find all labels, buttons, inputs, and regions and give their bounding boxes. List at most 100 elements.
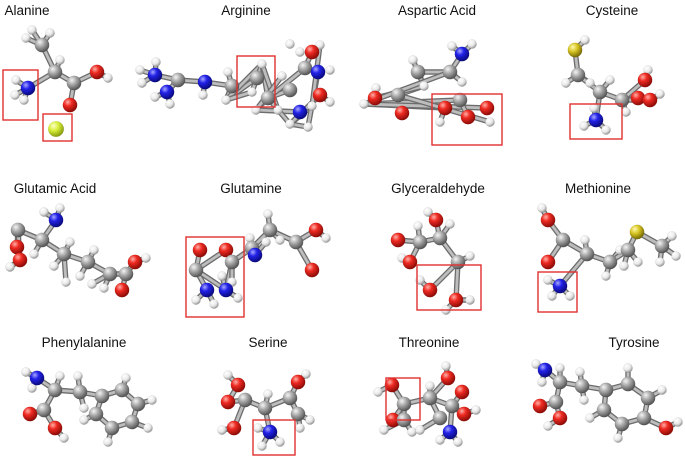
hydrogen-atom xyxy=(285,39,295,49)
carbon-atom xyxy=(654,238,670,254)
ion-atom xyxy=(48,120,65,137)
molecule-title-alanine: Alanine xyxy=(4,3,49,18)
hydrogen-atom xyxy=(295,423,305,433)
nitrogen-atom xyxy=(588,112,604,128)
carbon-atom xyxy=(224,78,240,94)
hydrogen-atom xyxy=(10,90,20,100)
oxygen-atom xyxy=(226,420,242,436)
hydrogen-atom xyxy=(667,231,677,241)
carbon-atom xyxy=(104,420,120,436)
hydrogen-atom xyxy=(305,415,315,425)
hydrogen-atom xyxy=(408,55,418,65)
hydrogen-atom xyxy=(39,207,49,217)
oxygen-atom xyxy=(460,109,476,125)
oxygen-atom xyxy=(437,100,453,116)
highlight-box-cysteine-amine xyxy=(569,103,623,140)
oxygen-atom xyxy=(440,370,456,386)
carbon-atom xyxy=(614,416,630,432)
hydrogen-atom xyxy=(135,65,145,75)
hydrogen-atom xyxy=(543,275,553,285)
hydrogen-atom xyxy=(275,235,285,245)
hydrogen-atom xyxy=(165,99,175,109)
molecule-aspartic-acid xyxy=(359,39,495,127)
molecule-phenylalanine xyxy=(21,367,157,447)
hydrogen-atom xyxy=(619,261,629,271)
oxygen-atom xyxy=(367,90,383,106)
molecule-title-serine: Serine xyxy=(248,335,287,350)
carbon-atom xyxy=(124,414,140,430)
molecule-title-phenylalanine: Phenylalanine xyxy=(42,335,127,350)
carbon-atom xyxy=(72,384,88,400)
oxygen-atom xyxy=(230,377,246,393)
nitrogen-atom xyxy=(262,424,278,440)
molecule-title-cysteine: Cysteine xyxy=(586,3,639,18)
hydrogen-atom xyxy=(121,373,131,383)
carbon-atom xyxy=(102,266,118,282)
bond-highlight xyxy=(224,62,264,102)
hydrogen-atom xyxy=(147,395,157,405)
highlight-boxes xyxy=(2,55,623,456)
hydrogen-atom xyxy=(295,47,305,57)
hydrogen-atom xyxy=(657,385,667,395)
carbon-atom xyxy=(432,230,448,246)
bond-highlight xyxy=(266,66,307,100)
hydrogen-atom xyxy=(55,55,65,65)
hydrogen-atom xyxy=(379,425,389,435)
hydrogen-atom xyxy=(655,89,665,99)
hydrogen-atom xyxy=(585,413,595,423)
carbon-atom xyxy=(114,382,130,398)
hydrogen-atom xyxy=(467,39,477,49)
hydrogen-atom xyxy=(425,381,435,391)
carbon-atom xyxy=(592,84,608,100)
carbon-atom xyxy=(555,232,571,248)
hydrogen-atom xyxy=(65,237,75,247)
hydrogen-atom xyxy=(565,291,575,301)
hydrogen-atom xyxy=(73,371,83,381)
molecule-glyceraldehyde xyxy=(390,207,475,315)
carbon-atom xyxy=(598,382,614,398)
carbon-atom xyxy=(36,402,52,418)
hydrogen-atom xyxy=(253,423,263,433)
highlight-box-glyceraldehyde-oh xyxy=(416,264,482,311)
highlight-box-threonine-oh xyxy=(385,377,421,421)
carbon-atom xyxy=(257,400,273,416)
carbon-atom xyxy=(444,398,460,414)
oxygen-atom xyxy=(304,262,320,278)
hydrogen-atom xyxy=(601,271,611,281)
carbon-atom xyxy=(574,378,590,394)
hydrogen-atom xyxy=(613,433,623,443)
hydrogen-atom xyxy=(27,25,37,35)
hydrogen-atom xyxy=(465,295,475,305)
hydrogen-atom xyxy=(531,359,541,369)
oxygen-atom xyxy=(304,44,320,60)
hydrogen-atom xyxy=(257,441,267,451)
carbon-atom xyxy=(282,82,298,98)
carbon-atom xyxy=(396,396,412,412)
carbon-atom xyxy=(552,374,568,390)
hydrogen-atom xyxy=(55,371,65,381)
hydrogen-atom xyxy=(21,33,31,43)
hydrogen-atom xyxy=(285,119,295,129)
hydrogen-atom xyxy=(209,299,219,309)
carbon-atom xyxy=(66,75,82,91)
hydrogen-atom xyxy=(325,65,335,75)
molecule-title-threonine: Threonine xyxy=(399,335,460,350)
carbon-atom xyxy=(237,392,253,408)
hydrogen-atom xyxy=(263,209,273,219)
carbon-atom xyxy=(290,406,306,422)
hydrogen-atom xyxy=(441,361,451,371)
oxygen-atom xyxy=(9,239,25,255)
oxygen-atom xyxy=(312,87,328,103)
molecule-title-aspartic-acid: Aspartic Acid xyxy=(398,3,476,18)
hydrogen-atom xyxy=(307,101,317,111)
nitrogen-atom xyxy=(292,104,308,120)
highlight-box-aspartic-carboxyl xyxy=(431,93,503,146)
hydrogen-atom xyxy=(445,219,455,229)
hydrogen-atom xyxy=(277,71,287,81)
nitrogen-atom xyxy=(247,247,263,263)
hydrogen-atom xyxy=(273,105,283,115)
carbon-atom xyxy=(432,410,448,426)
carbon-atom xyxy=(640,390,656,406)
highlight-box-alanine-amine xyxy=(2,69,39,121)
